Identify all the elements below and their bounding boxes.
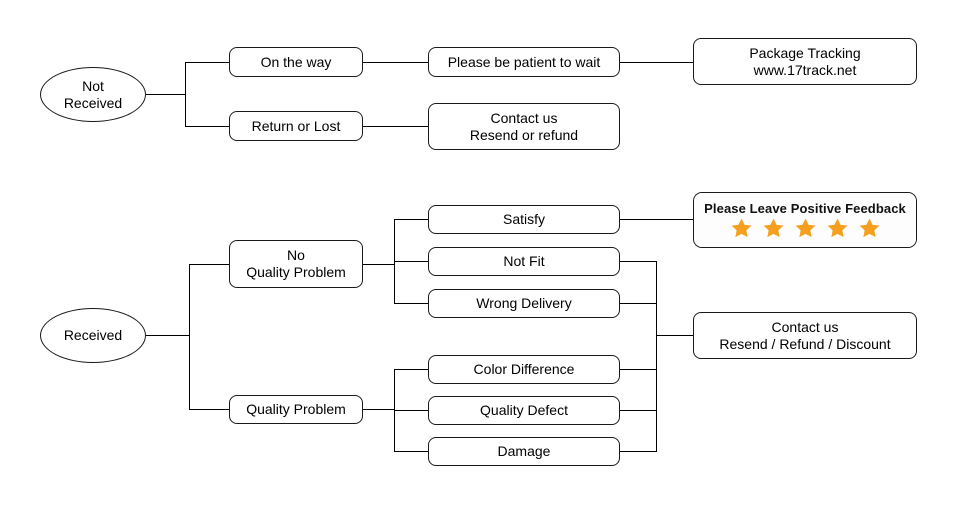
connector-not-received-to-junction	[146, 94, 185, 95]
connector-junction-to-return-or-lost	[185, 126, 229, 127]
node-contact-us-resend-or-refund-label: Contact us Resend or refund	[469, 109, 579, 143]
node-contact-us-resend-refund-discount[interactable]: Contact us Resend / Refund / Discount	[693, 312, 917, 359]
node-damage-label: Damage	[497, 443, 551, 460]
node-positive-feedback[interactable]: Please Leave Positive Feedback	[693, 192, 917, 248]
connector-not-fit-to-merge	[620, 261, 656, 262]
star-icon[interactable]	[794, 217, 817, 239]
node-received-label: Received	[63, 327, 123, 344]
connector-please-be-patient-to-package-tracking	[620, 62, 693, 63]
positive-feedback-inner: Please Leave Positive Feedback	[694, 193, 916, 247]
node-not-received-label: Not Received	[63, 77, 123, 111]
node-on-the-way-label: On the way	[260, 53, 332, 70]
node-contact-us-resend-refund-discount-label: Contact us Resend / Refund / Discount	[719, 318, 891, 352]
node-color-difference-label: Color Difference	[473, 361, 575, 378]
star-icon[interactable]	[730, 217, 753, 239]
positive-feedback-label: Please Leave Positive Feedback	[704, 201, 906, 216]
node-please-be-patient-to-wait-label: Please be patient to wait	[447, 53, 601, 70]
connector-damage-to-merge	[620, 451, 656, 452]
connector-fanout-to-not-fit	[394, 261, 428, 262]
node-quality-problem[interactable]: Quality Problem	[229, 395, 363, 424]
connector-junction-to-on-the-way	[185, 62, 229, 63]
node-quality-defect-label: Quality Defect	[480, 402, 568, 419]
connector-no-quality-problem-to-fanout	[363, 264, 394, 265]
node-return-or-lost[interactable]: Return or Lost	[229, 111, 363, 141]
node-package-tracking[interactable]: Package Tracking www.17track.net	[693, 38, 917, 85]
node-not-fit-label: Not Fit	[503, 253, 545, 270]
node-wrong-delivery[interactable]: Wrong Delivery	[428, 289, 620, 318]
connector-color-difference-to-merge	[620, 369, 656, 370]
node-satisfy[interactable]: Satisfy	[428, 205, 620, 234]
connector-return-or-lost-to-contact-us	[363, 126, 428, 127]
connector-not-received-junction-bar	[185, 62, 186, 126]
connector-fanout-to-damage	[394, 451, 428, 452]
node-no-quality-problem[interactable]: No Quality Problem	[229, 240, 363, 288]
node-received[interactable]: Received	[40, 308, 146, 363]
connector-wrong-delivery-to-merge	[620, 303, 656, 304]
star-rating[interactable]	[730, 217, 881, 239]
node-please-be-patient-to-wait[interactable]: Please be patient to wait	[428, 47, 620, 77]
connector-on-the-way-to-please-be-patient	[363, 62, 428, 63]
connector-quality-problem-to-fanout	[363, 409, 394, 410]
node-damage[interactable]: Damage	[428, 437, 620, 466]
connector-received-to-junction	[146, 335, 189, 336]
node-on-the-way[interactable]: On the way	[229, 47, 363, 77]
connector-quality-defect-to-merge	[620, 410, 656, 411]
connector-junction-to-quality-problem	[189, 409, 229, 410]
star-icon[interactable]	[762, 217, 785, 239]
node-quality-defect[interactable]: Quality Defect	[428, 396, 620, 425]
connector-fanout-to-quality-defect	[394, 410, 428, 411]
node-package-tracking-label: Package Tracking www.17track.net	[749, 44, 861, 78]
node-return-or-lost-label: Return or Lost	[251, 117, 341, 134]
node-quality-problem-label: Quality Problem	[246, 401, 346, 418]
connector-received-junction-bar	[189, 264, 190, 410]
connector-merge-bar	[656, 261, 657, 452]
node-satisfy-label: Satisfy	[502, 211, 545, 228]
star-icon[interactable]	[826, 217, 849, 239]
node-color-difference[interactable]: Color Difference	[428, 355, 620, 384]
connector-fanout-to-wrong-delivery	[394, 303, 428, 304]
node-contact-us-resend-or-refund[interactable]: Contact us Resend or refund	[428, 103, 620, 150]
connector-fanout-to-satisfy	[394, 219, 428, 220]
connector-junction-to-no-quality-problem	[189, 264, 229, 265]
connector-fanout-to-color-difference	[394, 369, 428, 370]
node-no-quality-problem-label: No Quality Problem	[246, 247, 346, 280]
star-icon[interactable]	[858, 217, 881, 239]
connector-satisfy-to-positive-feedback	[620, 219, 693, 220]
node-not-received[interactable]: Not Received	[40, 67, 146, 122]
connector-merge-to-contact-us	[656, 335, 693, 336]
node-not-fit[interactable]: Not Fit	[428, 247, 620, 276]
node-wrong-delivery-label: Wrong Delivery	[476, 295, 572, 312]
